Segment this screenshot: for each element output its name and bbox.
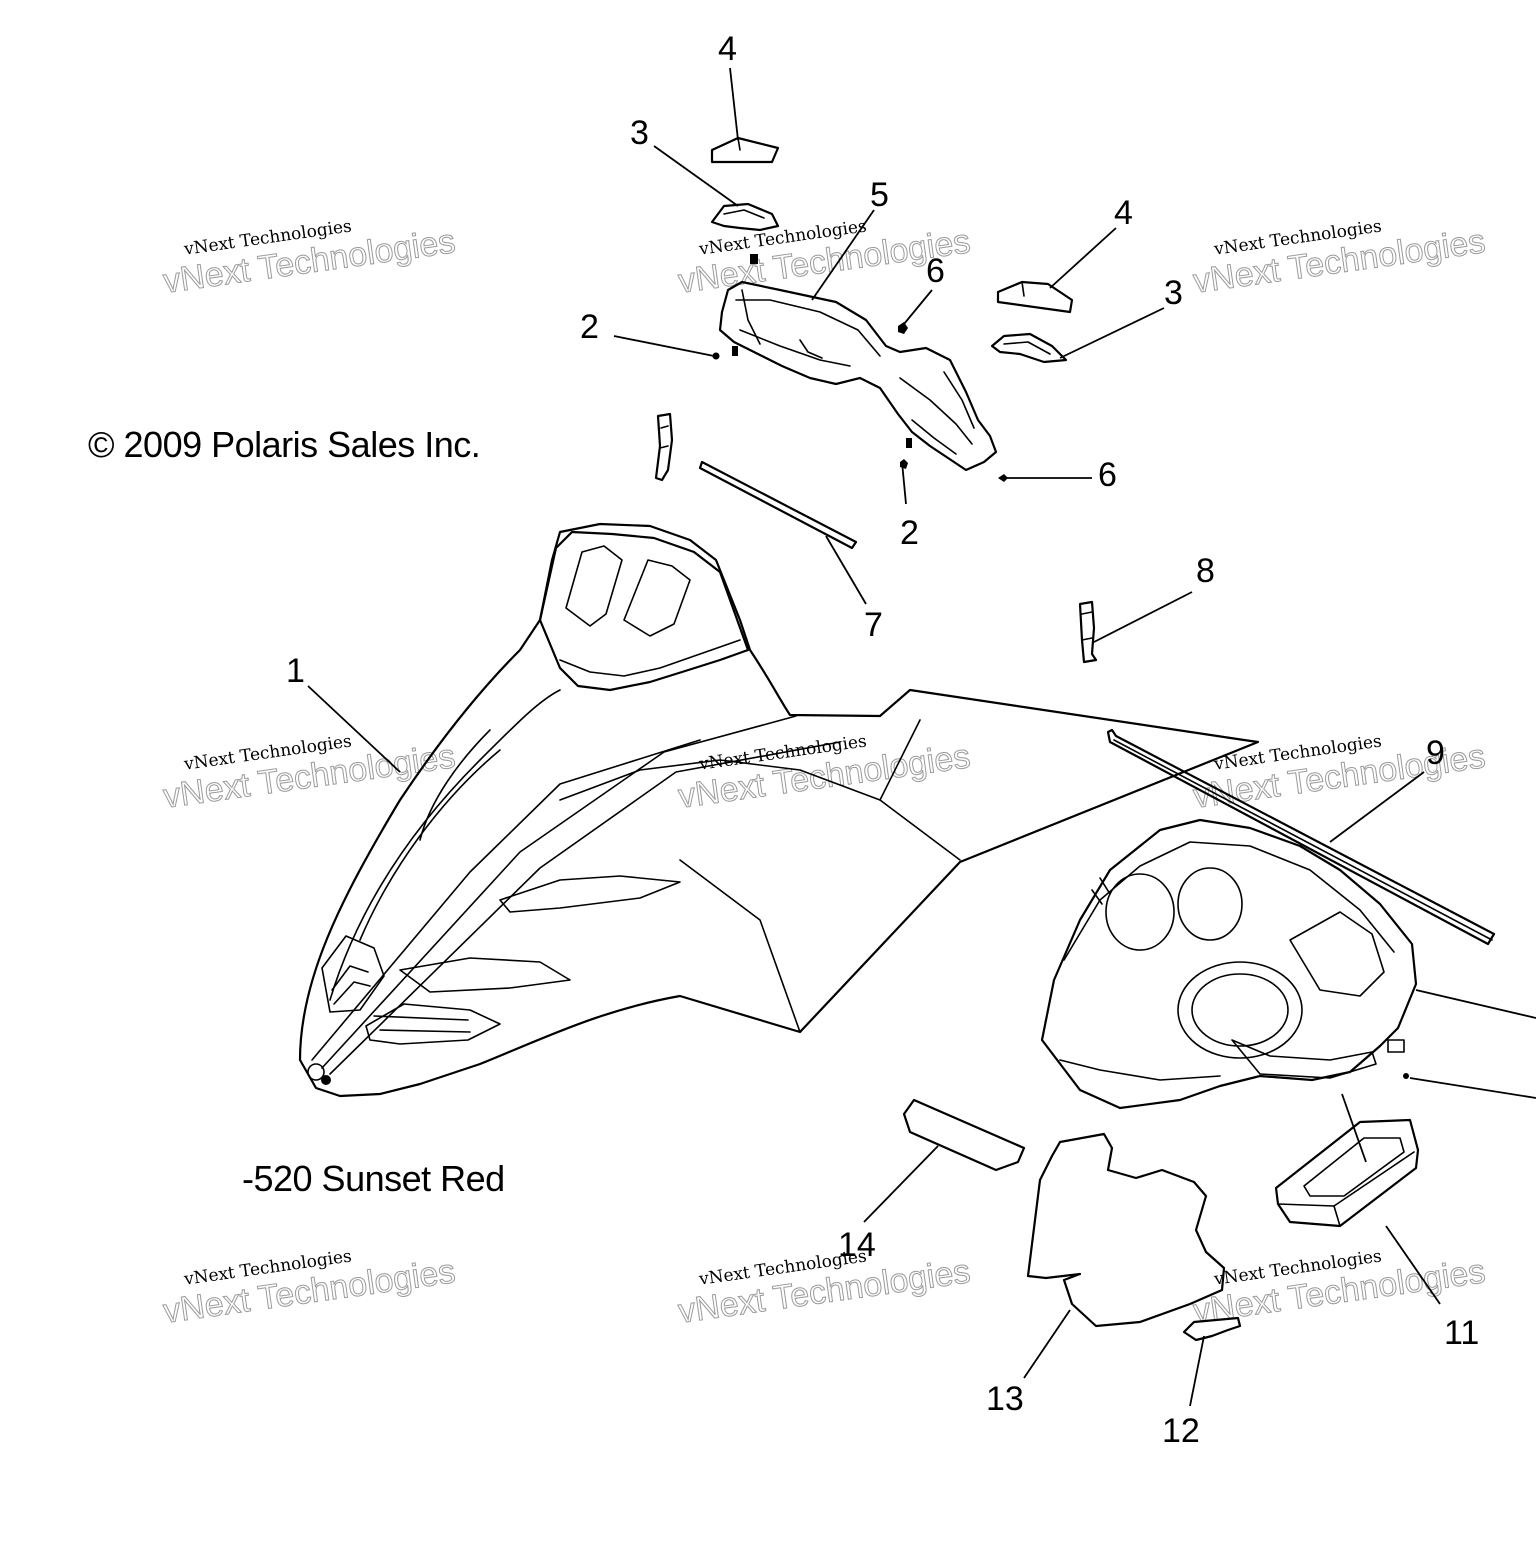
callout-3-top: 3 (630, 114, 649, 152)
screw-2-lower (900, 459, 908, 469)
color-note: -520 Sunset Red (242, 1158, 505, 1199)
callout-8: 8 (1196, 552, 1215, 590)
part-1-hood (298, 522, 1260, 1098)
part-9-trim-strip (1106, 728, 1496, 946)
callout-11: 11 (1444, 1314, 1479, 1352)
callout-6-lower: 6 (1098, 456, 1117, 494)
part-11-duct (1274, 1118, 1420, 1228)
callout-2-lower: 2 (900, 514, 919, 552)
callout-2-upper: 2 (580, 308, 599, 346)
headlight-housing (1040, 818, 1418, 1110)
callout-4-top: 4 (718, 30, 737, 68)
part-8-strap (1078, 600, 1098, 664)
callout-7: 7 (864, 606, 883, 644)
part-4-pad-right (996, 280, 1074, 314)
callout-12: 12 (1162, 1412, 1200, 1450)
part-4-pad-top (710, 136, 780, 164)
callout-6-upper: 6 (926, 252, 945, 290)
callout-1: 1 (286, 652, 305, 690)
copyright-text: © 2009 Polaris Sales Inc. (88, 424, 481, 465)
part-5-dash-console (718, 280, 998, 472)
screw-6-upper (898, 322, 908, 334)
callout-4-right: 4 (1114, 194, 1133, 232)
callout-5: 5 (870, 176, 889, 214)
part-7-trim-strip (654, 412, 858, 550)
part-3-clip-top (710, 202, 780, 264)
screw-2-upper (712, 352, 720, 360)
part-13-insulation (1026, 1132, 1226, 1328)
leader-lines (307, 67, 1536, 1407)
callout-9: 9 (1426, 734, 1445, 772)
callout-13: 13 (986, 1380, 1024, 1418)
callout-labels: 4 3 5 6 4 3 2 6 2 7 8 1 9 14 13 12 11 (286, 30, 1479, 1450)
part-3-clip-right (990, 332, 1068, 364)
callout-14: 14 (838, 1226, 876, 1264)
part-14-foam-strip (902, 1098, 1026, 1172)
part-12-pad (1182, 1316, 1242, 1342)
callout-3-right: 3 (1164, 274, 1183, 312)
